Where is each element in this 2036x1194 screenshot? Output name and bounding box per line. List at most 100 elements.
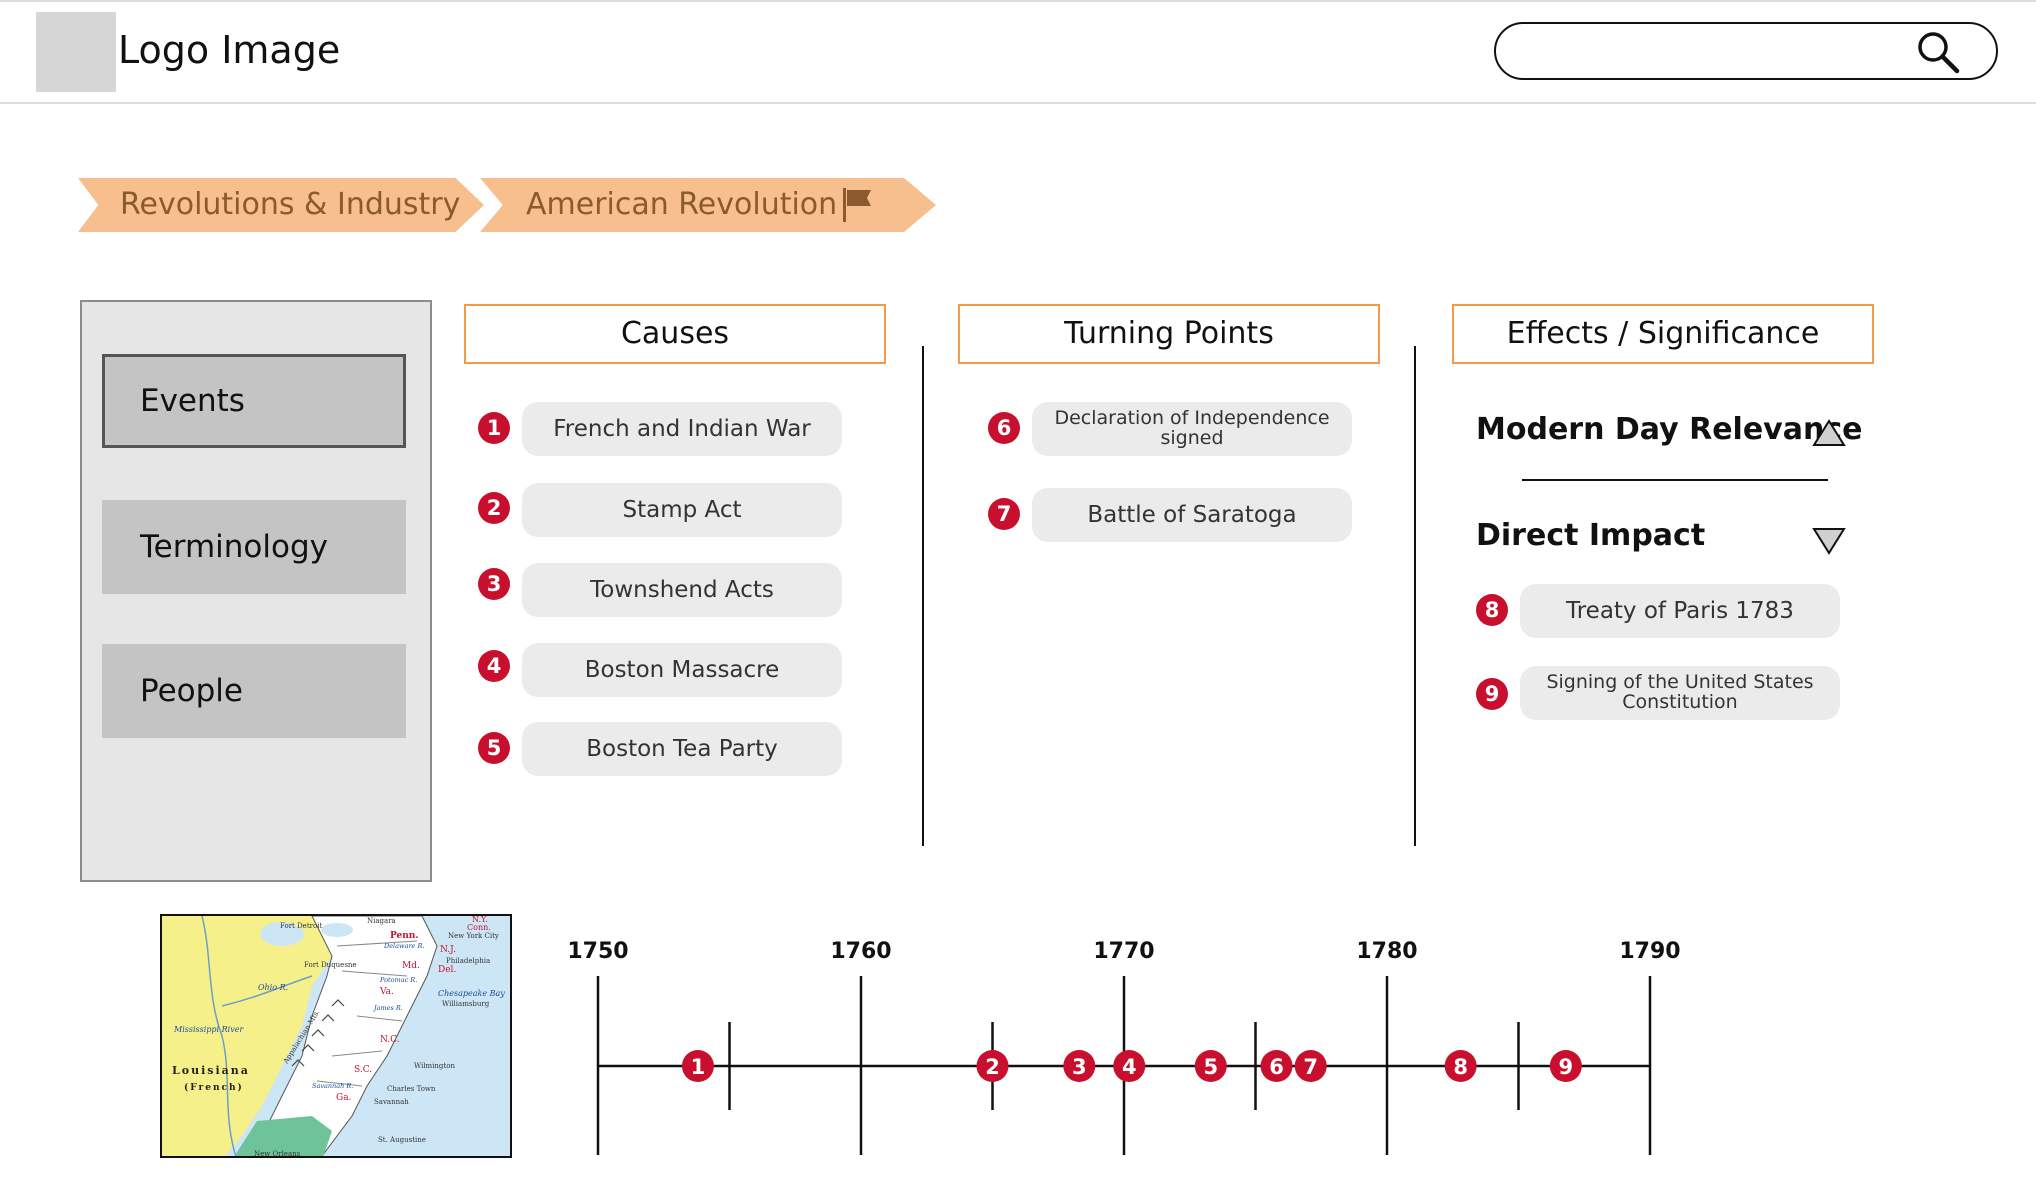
search-icon[interactable] (1916, 30, 1960, 74)
sidebar-item-terminology[interactable]: Terminology (102, 500, 406, 594)
event-number-badge: 5 (478, 732, 510, 764)
event-pill-stamp-act[interactable]: Stamp Act (522, 483, 842, 537)
breadcrumb-item-american-revolution[interactable]: American Revolution (480, 178, 936, 232)
timeline-marker-8[interactable]: 8 (1444, 1050, 1477, 1082)
event-number-badge: 9 (1476, 678, 1508, 710)
timeline-marker-4[interactable]: 4 (1113, 1050, 1146, 1082)
event-number-badge: 7 (988, 498, 1020, 530)
event-number-badge: 8 (1476, 594, 1508, 626)
timeline-marker-9[interactable]: 9 (1549, 1050, 1582, 1082)
timeline-marker-dot[interactable] (1260, 1050, 1293, 1082)
map-label: Va. (379, 987, 394, 997)
direct-impact-label[interactable]: Direct Impact (1476, 518, 1706, 553)
map-label: (French) (184, 1082, 244, 1093)
timeline-marker-number: 6 (1269, 1055, 1284, 1079)
flag-icon (843, 188, 871, 222)
header-bar: Logo Image (0, 0, 2036, 104)
map-label: Charles Town (387, 1085, 436, 1093)
breadcrumb-label: Revolutions & Industry (120, 187, 461, 222)
map-label: St. Augustine (378, 1136, 426, 1144)
triangle-up-icon[interactable] (1812, 418, 1846, 448)
map-label: Penn. (390, 931, 418, 941)
timeline-marker-number: 2 (985, 1055, 1000, 1079)
timeline-marker-number: 3 (1072, 1055, 1087, 1079)
event-number-badge: 6 (988, 412, 1020, 444)
map-label: Savannah R. (312, 1082, 353, 1090)
event-pill-declaration-of-independence[interactable]: Declaration of Independence signed (1032, 402, 1352, 456)
breadcrumb-item-revolutions[interactable]: Revolutions & Industry (78, 178, 484, 232)
timeline-year-label: 1770 (1093, 939, 1154, 964)
event-number-badge: 4 (478, 650, 510, 682)
timeline-marker-3[interactable]: 3 (1063, 1050, 1096, 1082)
event-pill-signing-of-constitution[interactable]: Signing of the United States Constitutio… (1520, 666, 1840, 720)
causes-header: Causes (464, 304, 886, 364)
timeline-marker-5[interactable]: 5 (1194, 1050, 1227, 1082)
event-pill-boston-tea-party[interactable]: Boston Tea Party (522, 722, 842, 776)
event-pill-townshend-acts[interactable]: Townshend Acts (522, 563, 842, 617)
map-label: Md. (402, 961, 420, 971)
timeline-marker-number: 9 (1559, 1055, 1574, 1079)
event-pill-french-indian-war[interactable]: French and Indian War (522, 402, 842, 456)
sidebar-item-events[interactable]: Events (102, 354, 406, 448)
map-label: Philadelphia (446, 957, 490, 965)
timeline-marker-number: 4 (1122, 1055, 1137, 1079)
timeline-marker-2[interactable]: 2 (976, 1050, 1009, 1082)
logo-placeholder[interactable] (36, 12, 116, 92)
map-label: N.J. (440, 945, 456, 955)
timeline-marker-7[interactable]: 7 (1294, 1050, 1327, 1082)
timeline-marker-dot[interactable] (1113, 1050, 1146, 1082)
map-label: Fort Detroit (280, 922, 322, 930)
event-pill-battle-of-saratoga[interactable]: Battle of Saratoga (1032, 488, 1352, 542)
triangle-down-icon[interactable] (1812, 526, 1846, 556)
timeline-marker-number: 8 (1453, 1055, 1468, 1079)
timeline-year-label: 1750 (567, 939, 628, 964)
map-label: Ga. (336, 1093, 352, 1103)
map-label: S.C. (354, 1065, 372, 1075)
event-pill-treaty-of-paris[interactable]: Treaty of Paris 1783 (1520, 584, 1840, 638)
map-label: Conn. (467, 923, 491, 932)
map-label: James R. (372, 1004, 403, 1012)
timeline-marker-dot[interactable] (1063, 1050, 1096, 1082)
timeline-marker-dot[interactable] (1294, 1050, 1327, 1082)
map-label: Williamsburg (442, 1000, 490, 1008)
timeline-marker-dot[interactable] (976, 1050, 1009, 1082)
timeline-marker-dot[interactable] (1444, 1050, 1477, 1082)
effects-header: Effects / Significance (1452, 304, 1874, 364)
timeline-marker-number: 7 (1303, 1055, 1318, 1079)
timeline-marker-6[interactable]: 6 (1260, 1050, 1293, 1082)
event-number-badge: 2 (478, 492, 510, 524)
modern-day-relevance-label[interactable]: Modern Day Relevance (1476, 412, 1863, 447)
timeline-marker-dot[interactable] (1194, 1050, 1227, 1082)
sidebar-item-people[interactable]: People (102, 644, 406, 738)
map-label: New York City (448, 932, 499, 940)
timeline-year-label: 1790 (1619, 939, 1680, 964)
map-label: Mississippi River (173, 1025, 244, 1034)
event-pill-boston-massacre[interactable]: Boston Massacre (522, 643, 842, 697)
column-divider (1414, 346, 1416, 846)
map-label: New Orleans (254, 1150, 301, 1158)
map-label: Wilmington (414, 1062, 455, 1070)
timeline-marker-number: 1 (691, 1055, 706, 1079)
map-label: Delaware R. (383, 942, 424, 950)
turning-points-header: Turning Points (958, 304, 1380, 364)
column-divider (922, 346, 924, 846)
map-label: Potomac R. (379, 976, 417, 984)
map-label: N.Y. (472, 916, 488, 924)
event-number-badge: 1 (478, 412, 510, 444)
map-label: Savannah (374, 1098, 409, 1106)
timeline-marker-1[interactable]: 1 (681, 1050, 714, 1082)
timeline-marker-number: 5 (1203, 1055, 1218, 1079)
timeline-marker-dot[interactable] (681, 1050, 714, 1082)
map-label: Niagara (367, 917, 396, 925)
map-label: Louisiana (172, 1064, 250, 1077)
section-divider (1522, 479, 1828, 481)
map-label: Del. (438, 965, 456, 975)
event-number-badge: 3 (478, 568, 510, 600)
breadcrumb-label: American Revolution (526, 187, 838, 222)
colonial-map[interactable]: Fort Detroit Niagara N.Y. Conn. New York… (160, 914, 512, 1158)
map-label: Chesapeake Bay (438, 989, 505, 998)
map-label: Ohio R. (258, 983, 288, 992)
timeline-marker-dot[interactable] (1549, 1050, 1582, 1082)
search-input[interactable] (1494, 22, 1998, 80)
